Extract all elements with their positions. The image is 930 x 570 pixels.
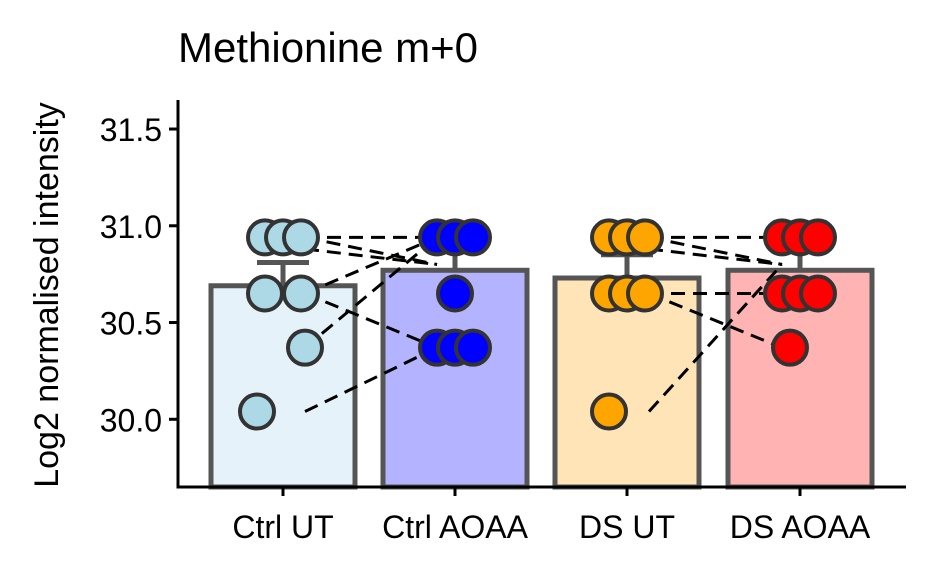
bar (208, 283, 358, 490)
data-point (436, 274, 474, 313)
data-points (238, 218, 837, 431)
x-tick-label: Ctrl AOAA (382, 509, 528, 545)
y-tick-label: 31.0 (100, 209, 162, 245)
y-ticks: 30.0 30.5 31.0 31.5 (100, 112, 178, 438)
data-point (238, 392, 276, 431)
data-point (282, 274, 320, 313)
axes (176, 100, 906, 489)
data-point (626, 274, 664, 313)
pair-line (648, 235, 783, 266)
x-tick-label: Ctrl UT (232, 509, 333, 545)
pair-line (304, 292, 438, 350)
data-point (454, 218, 492, 257)
y-axis-label: Log2 normalised intensity (28, 102, 66, 488)
pair-line (648, 292, 783, 350)
data-point (799, 274, 837, 313)
pair-line (648, 247, 783, 266)
pair-line (304, 247, 438, 266)
bar (725, 267, 875, 490)
x-tick-label: DS AOAA (730, 509, 871, 545)
pair-line (647, 263, 784, 413)
pair-line (304, 236, 438, 295)
x-tick-label: DS UT (579, 509, 675, 545)
data-point (799, 218, 837, 257)
pair-line (304, 235, 438, 266)
pair-line (304, 236, 438, 349)
pair-line (304, 346, 438, 413)
data-point (454, 328, 492, 367)
pair-lines (304, 235, 784, 413)
chart-title: Methionine m+0 (178, 24, 478, 71)
data-point (246, 274, 284, 313)
data-point (626, 218, 664, 257)
x-ticks: Ctrl UT Ctrl AOAA DS UT DS AOAA (232, 487, 871, 545)
y-tick-label: 31.5 (100, 112, 162, 148)
data-point (771, 328, 809, 367)
y-tick-label: 30.0 (100, 402, 162, 438)
data-point (282, 218, 320, 257)
data-point (286, 328, 324, 367)
y-tick-label: 30.5 (100, 306, 162, 342)
data-point (590, 392, 628, 431)
